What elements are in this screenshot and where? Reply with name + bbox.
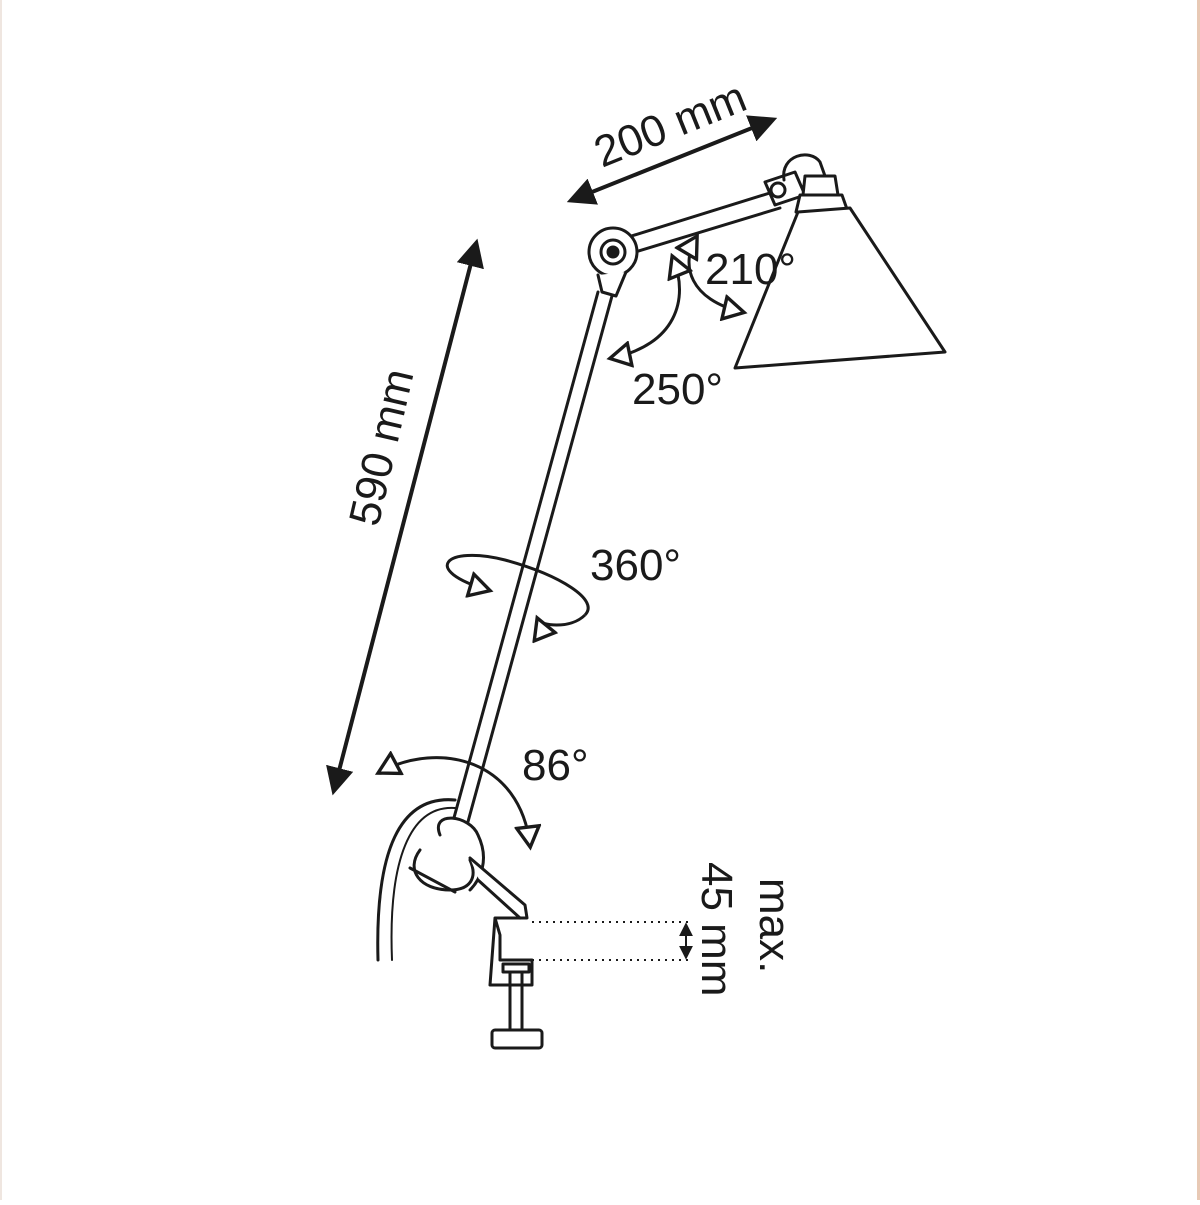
base-tilt-label: 86° [522, 741, 589, 790]
column-rotation-arrow-bottom [538, 613, 587, 625]
upper-arm [623, 190, 782, 255]
clamp-size-label: 45 mm [692, 862, 741, 996]
rotation-arrows [380, 238, 742, 845]
base-tilt-arrow [380, 758, 530, 845]
column-rotation-arrow-top [446, 553, 590, 617]
column-rotation-label: 360° [590, 541, 681, 590]
lamp-shade [733, 206, 947, 370]
dimension-arrows [326, 115, 778, 796]
left-edge [0, 0, 2, 1200]
right-edge [1197, 0, 1200, 1200]
clamp-opening-indicator [532, 921, 693, 961]
lower-arm-dim-arrow [326, 238, 484, 796]
elbow-rotation-label: 250° [632, 365, 723, 414]
clamp-knob [490, 1028, 544, 1050]
upper-arm-dim-arrow [566, 115, 778, 205]
shade-rotation-label: 210° [705, 245, 796, 294]
elbow-rotation-arrow [612, 258, 680, 358]
shade-rotation-arrow [689, 238, 742, 312]
shade-stem [782, 153, 827, 182]
lower-arm-length-label: 590 mm [340, 364, 424, 530]
clamp-max-label: max. [750, 878, 799, 973]
clamp-screw [508, 966, 524, 1032]
